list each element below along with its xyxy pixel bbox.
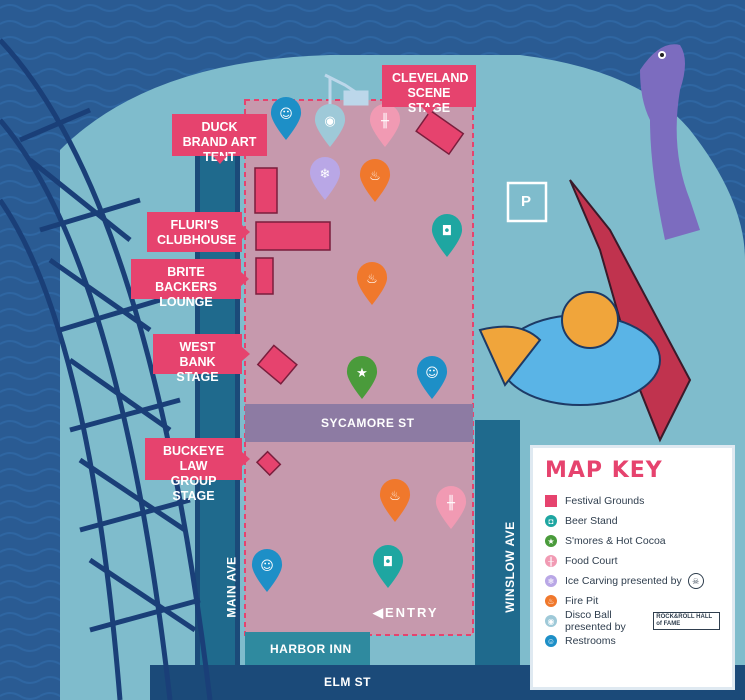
svg-text:♨: ♨ [369, 169, 381, 184]
map-key-label: Ice Carving presented by [565, 575, 682, 587]
entry-label: ENTRY [385, 605, 439, 620]
bridge-graphic [0, 38, 213, 700]
map-key-list: Festival Grounds ◘ Beer Stand ★ S'mores & Ho… [545, 491, 720, 651]
fluris-clubhouse [255, 221, 331, 251]
duck-brand-art-tent [254, 167, 278, 214]
cleveland-scene-stage [415, 109, 465, 156]
map-key-title: MAP KEY [545, 458, 663, 483]
map-key-item: ★ S'mores & Hot Cocoa [545, 531, 720, 551]
map-pin-flame-icon[interactable]: ♨ [356, 262, 388, 305]
map-pin-snowflake-icon[interactable]: ❄ [309, 157, 341, 200]
map-pin-flame-icon[interactable]: ♨ [379, 479, 411, 522]
map-key-item: ◉ Disco Ball presented by ROCK&ROLL HALL o… [545, 609, 720, 633]
square-icon [545, 495, 557, 507]
brite-backers-lounge [255, 257, 274, 295]
map-key-label: Fire Pit [565, 595, 599, 607]
disco-ball-icon: ◉ [545, 615, 557, 627]
mug-icon: ◘ [545, 515, 557, 527]
entry-arrow-icon: ◀ [373, 605, 385, 620]
map-pin-star-icon[interactable]: ★ [346, 356, 378, 399]
svg-text:♨: ♨ [389, 489, 401, 504]
map-key-item: ☺ Restrooms [545, 631, 720, 651]
callout-west-bank[interactable]: WEST BANK STAGE [153, 334, 250, 384]
sea-serpent-mascot [640, 44, 700, 241]
map-pin-fork-knife-icon[interactable]: ╫ [369, 104, 401, 147]
right-strip [475, 420, 520, 700]
map-key-item: Festival Grounds [545, 491, 720, 511]
harbor-inn-label: HARBOR INN [270, 642, 352, 656]
crane-graphic [324, 73, 369, 106]
callout-buckeye-law[interactable]: BUCKEYE LAW GROUP STAGE [145, 438, 250, 503]
svg-text:❄: ❄ [320, 167, 331, 182]
map-key-label: Restrooms [565, 635, 616, 647]
map-pin-restroom-icon[interactable]: ☺ [251, 549, 283, 592]
map-pin-disco-ball-icon[interactable]: ◉ [314, 104, 346, 147]
fork-knife-icon: ╫ [545, 555, 557, 567]
map-key-item: ❄ Ice Carving presented by ☠ [545, 571, 720, 591]
winslow-ave-label: WINSLOW AVE [502, 521, 517, 613]
map-key-label: S'mores & Hot Cocoa [565, 535, 666, 547]
map-key-label: Food Court [565, 555, 618, 567]
map-pin-mug-icon[interactable]: ◘ [431, 214, 463, 257]
callout-brite-backers[interactable]: BRITE BACKERS LOUNGE [131, 259, 249, 309]
sponsor-badge-icon: ☠ [687, 573, 704, 589]
svg-text:☺: ☺ [279, 107, 293, 122]
flame-icon: ♨ [545, 595, 557, 607]
svg-text:☺: ☺ [260, 559, 274, 574]
star-icon: ★ [545, 535, 557, 547]
sycamore-st-label: SYCAMORE ST [321, 416, 415, 430]
callout-fluris[interactable]: FLURI'S CLUBHOUSE [147, 212, 250, 252]
svg-text:╫: ╫ [380, 112, 389, 129]
map-pin-mug-icon[interactable]: ◘ [372, 545, 404, 588]
map-pin-flame-icon[interactable]: ♨ [359, 159, 391, 202]
west-bank-stage [256, 344, 298, 385]
svg-text:◘: ◘ [383, 555, 393, 570]
harbor-inn-building [245, 632, 370, 665]
entry-marker[interactable]: ◀ENTRY [373, 605, 439, 621]
snowflake-icon: ❄ [545, 575, 557, 587]
svg-text:╫: ╫ [446, 494, 455, 511]
svg-text:◉: ◉ [324, 114, 335, 129]
map-key: MAP KEY Festival Grounds ◘ Beer Stand ★ S'mo… [530, 445, 735, 690]
map-key-item: ♨ Fire Pit [545, 591, 720, 611]
parking-box [506, 181, 548, 223]
buckeye-law-group-stage [255, 450, 282, 477]
restroom-icon: ☺ [545, 635, 557, 647]
callout-duck-brand[interactable]: DUCK BRAND ART TENT [172, 114, 267, 164]
map-pin-fork-knife-icon[interactable]: ╫ [435, 486, 467, 529]
map-key-label: Disco Ball presented by [565, 609, 626, 633]
map-pin-restroom-icon[interactable]: ☺ [416, 356, 448, 399]
sycamore-street [245, 404, 473, 442]
map-pin-restroom-icon[interactable]: ☺ [270, 97, 302, 140]
callout-cleveland-scene[interactable]: CLEVELAND SCENE STAGE [382, 65, 476, 115]
svg-text:★: ★ [356, 366, 368, 381]
main-ave-label: MAIN AVE [224, 556, 239, 618]
svg-text:♨: ♨ [366, 272, 378, 287]
sponsor-logo: ROCK&ROLL HALL of FAME [653, 612, 720, 630]
svg-text:◘: ◘ [442, 224, 452, 239]
map-key-label: Festival Grounds [565, 495, 645, 507]
parking-label: P [521, 193, 532, 210]
svg-text:☺: ☺ [425, 366, 439, 381]
elm-st-label: ELM ST [324, 675, 371, 689]
guitar-mascot [478, 179, 692, 443]
map-key-item: ◘ Beer Stand [545, 511, 720, 531]
map-key-item: ╫ Food Court [545, 551, 720, 571]
map-key-label: Beer Stand [565, 515, 618, 527]
